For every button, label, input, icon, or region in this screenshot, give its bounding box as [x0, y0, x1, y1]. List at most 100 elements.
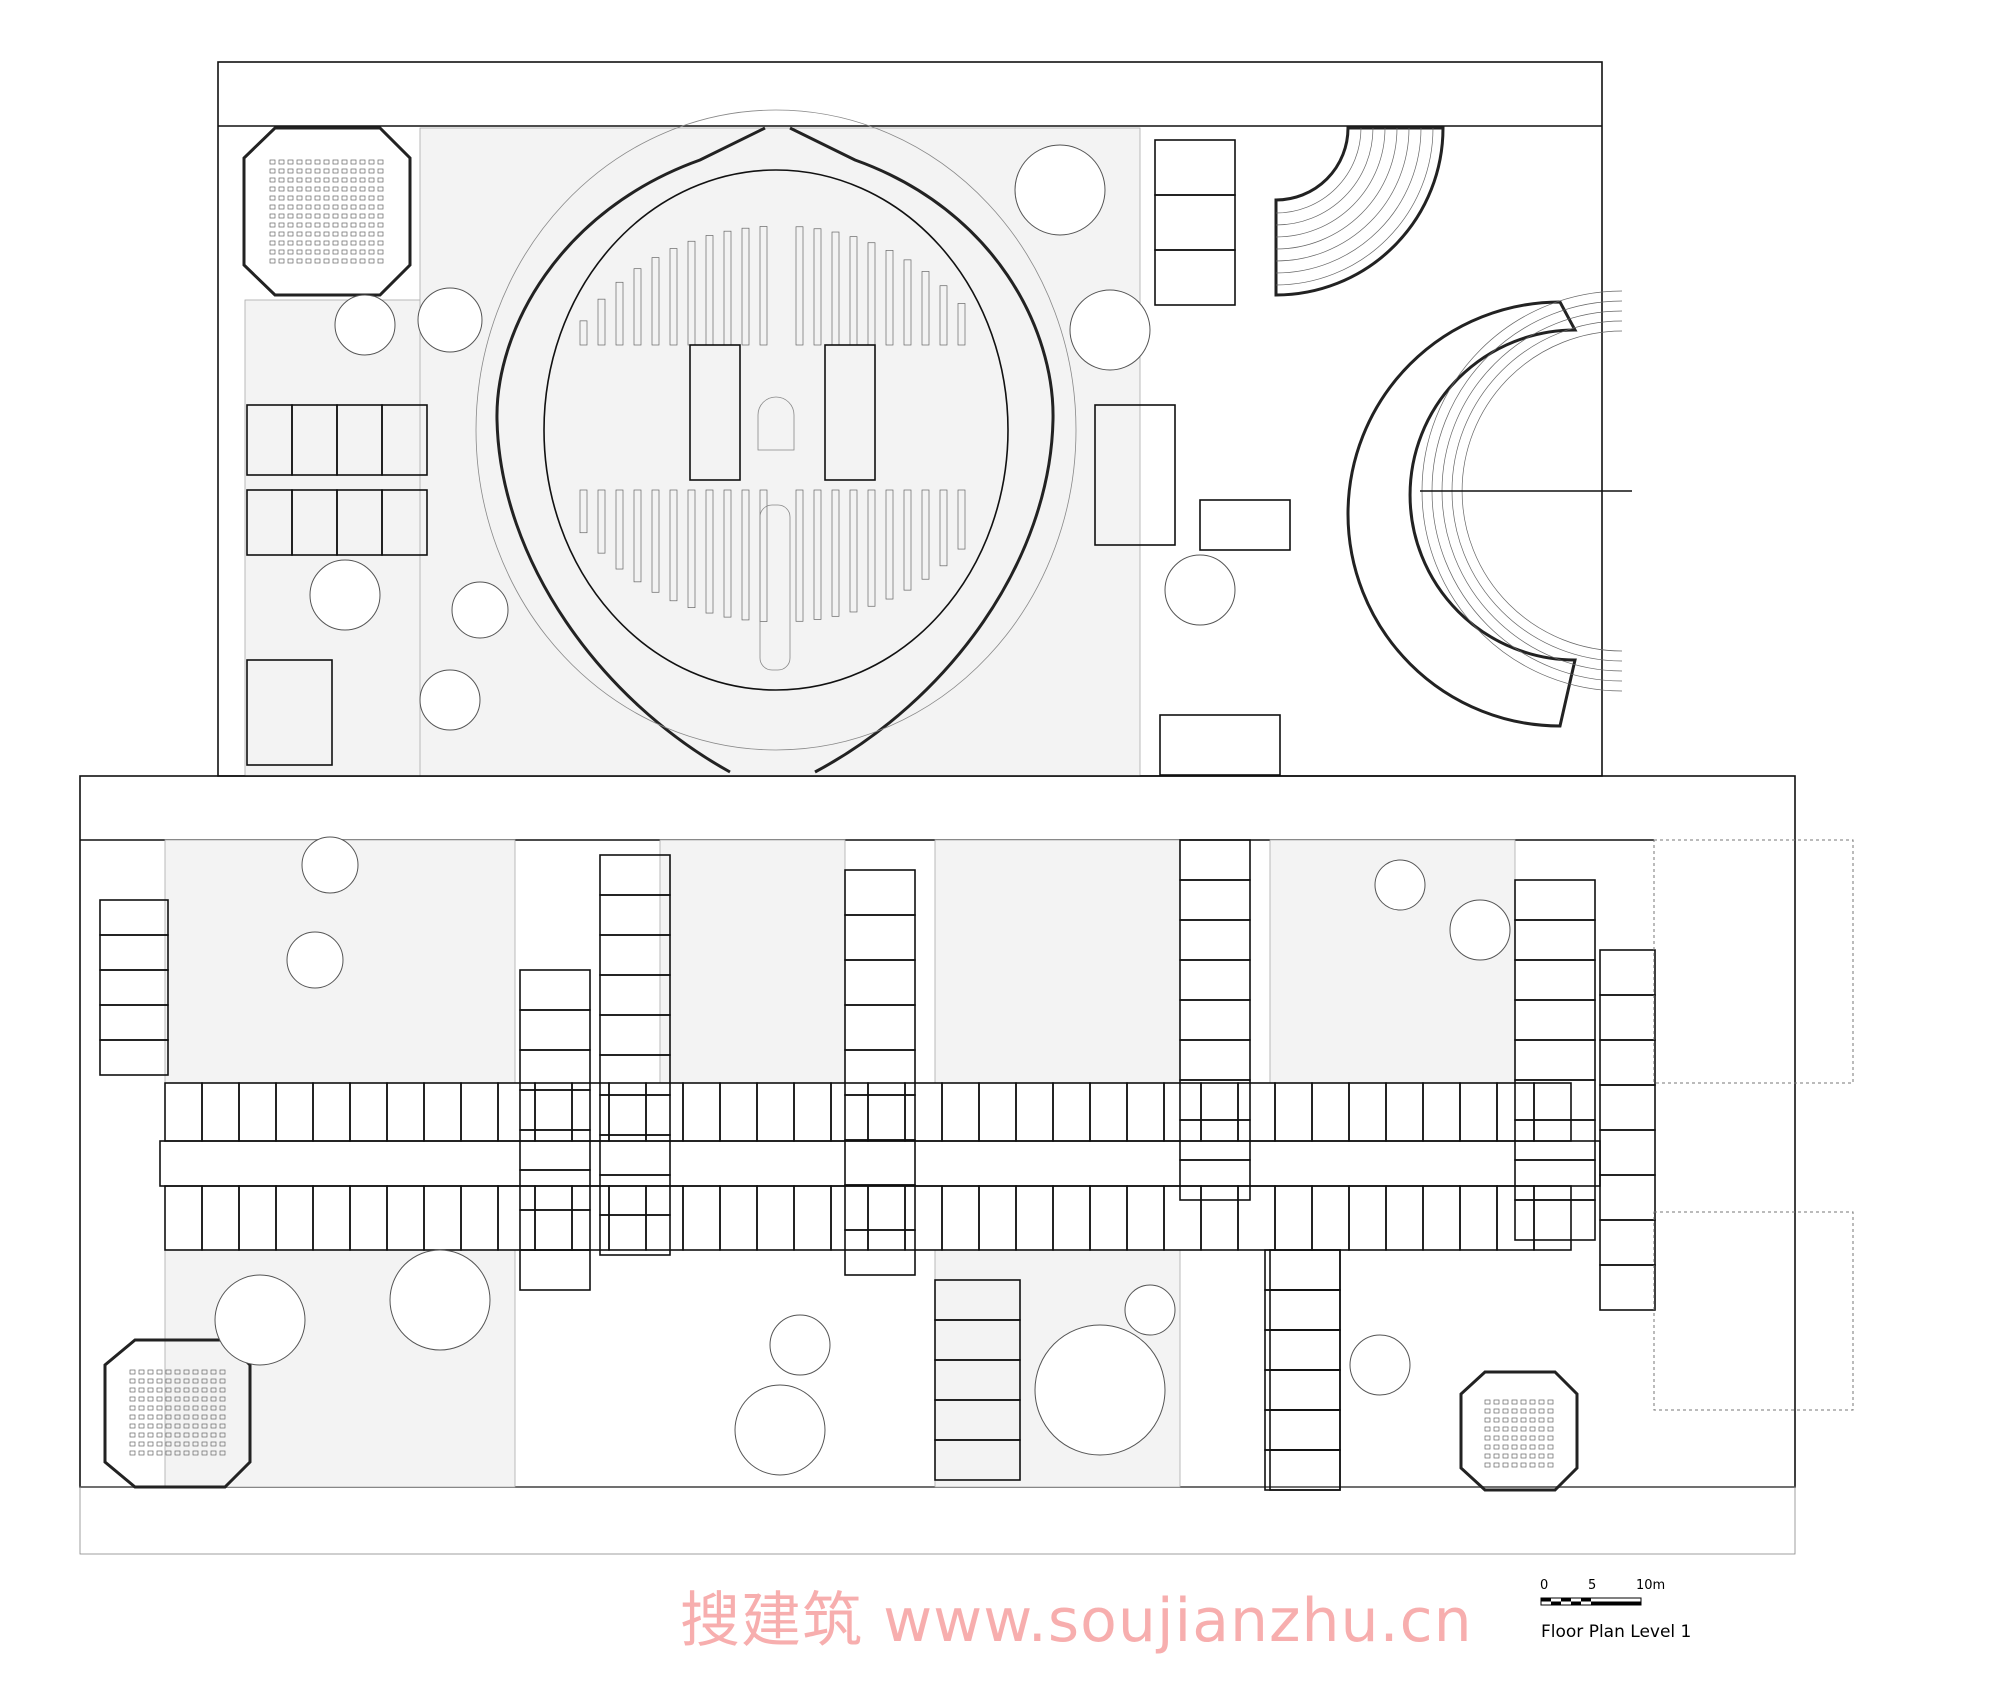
- seat: [314, 231, 321, 237]
- seat-arc: [1275, 127, 1374, 226]
- seat-row: [849, 489, 858, 613]
- seat-row: [651, 257, 660, 346]
- seat: [1529, 1444, 1536, 1450]
- seat-row: [795, 226, 804, 346]
- seat: [1511, 1426, 1518, 1432]
- seat: [192, 1432, 199, 1438]
- seat: [359, 159, 366, 165]
- seat: [269, 177, 276, 183]
- seat: [278, 177, 285, 183]
- seat: [201, 1369, 208, 1375]
- seat: [1547, 1453, 1554, 1459]
- room: [99, 1004, 169, 1041]
- seat: [377, 249, 384, 255]
- seat: [147, 1423, 154, 1429]
- seat-row: [885, 250, 894, 346]
- seat: [296, 204, 303, 210]
- room: [844, 1004, 916, 1051]
- room: [1348, 1082, 1387, 1142]
- seat: [1538, 1453, 1545, 1459]
- room: [1422, 1185, 1461, 1251]
- room: [1385, 1185, 1424, 1251]
- seat-row: [579, 320, 588, 346]
- seat: [201, 1387, 208, 1393]
- room: [608, 1082, 647, 1142]
- seat-row: [723, 489, 732, 618]
- room: [1199, 499, 1291, 551]
- seat-row: [759, 226, 768, 346]
- seat: [377, 168, 384, 174]
- seat: [287, 177, 294, 183]
- tree-icon: [1014, 144, 1106, 236]
- seat: [278, 231, 285, 237]
- tree-icon: [309, 559, 381, 631]
- tree-icon: [419, 669, 481, 731]
- room: [99, 969, 169, 1006]
- seat: [210, 1405, 217, 1411]
- courtyards: [164, 839, 1516, 1488]
- room: [1264, 1329, 1341, 1371]
- seat: [332, 186, 339, 192]
- seat: [1493, 1417, 1500, 1423]
- seat: [165, 1414, 172, 1420]
- seat: [1529, 1453, 1536, 1459]
- seat: [332, 195, 339, 201]
- room: [1514, 1039, 1596, 1081]
- room: [844, 1229, 916, 1276]
- room: [460, 1185, 499, 1251]
- seat: [1529, 1417, 1536, 1423]
- seat: [1511, 1417, 1518, 1423]
- seat: [341, 240, 348, 246]
- seat: [314, 222, 321, 228]
- seat: [359, 213, 366, 219]
- room: [1179, 959, 1251, 1001]
- seat: [1520, 1444, 1527, 1450]
- seat: [341, 159, 348, 165]
- room: [719, 1185, 758, 1251]
- seat: [219, 1423, 226, 1429]
- seat: [323, 168, 330, 174]
- central-stair: [757, 396, 795, 451]
- seat: [147, 1396, 154, 1402]
- oval-hall-west-shell: [495, 126, 766, 774]
- room: [599, 1094, 671, 1136]
- seat: [305, 258, 312, 264]
- seat: [192, 1378, 199, 1384]
- room: [844, 914, 916, 961]
- seat: [1547, 1417, 1554, 1423]
- seat: [287, 249, 294, 255]
- seat: [129, 1405, 136, 1411]
- seat: [174, 1423, 181, 1429]
- seat-row: [903, 259, 912, 346]
- room: [1264, 1369, 1341, 1411]
- room: [349, 1082, 388, 1142]
- room: [386, 1082, 425, 1142]
- oval-hall-inner: [543, 169, 1009, 691]
- room: [1179, 879, 1251, 921]
- room: [599, 1214, 671, 1256]
- room: [1599, 1039, 1656, 1086]
- watermark: 搜建筑 www.soujianzhu.cn: [680, 1586, 1473, 1656]
- room: [608, 1185, 647, 1251]
- seat-row: [579, 489, 588, 534]
- room: [844, 869, 916, 916]
- room: [1533, 1082, 1572, 1142]
- seat: [174, 1441, 181, 1447]
- room: [423, 1185, 462, 1251]
- room: [1533, 1185, 1572, 1251]
- seat: [174, 1396, 181, 1402]
- room: [830, 1185, 869, 1251]
- courtyard-west: [244, 299, 436, 777]
- seat: [368, 231, 375, 237]
- seat: [138, 1423, 145, 1429]
- seat: [332, 240, 339, 246]
- seat: [341, 186, 348, 192]
- room: [381, 489, 428, 556]
- seat: [341, 249, 348, 255]
- west-rooms: [246, 404, 428, 766]
- seat: [210, 1423, 217, 1429]
- room: [1269, 1329, 1341, 1371]
- seat: [296, 240, 303, 246]
- seat: [278, 168, 285, 174]
- seat: [174, 1387, 181, 1393]
